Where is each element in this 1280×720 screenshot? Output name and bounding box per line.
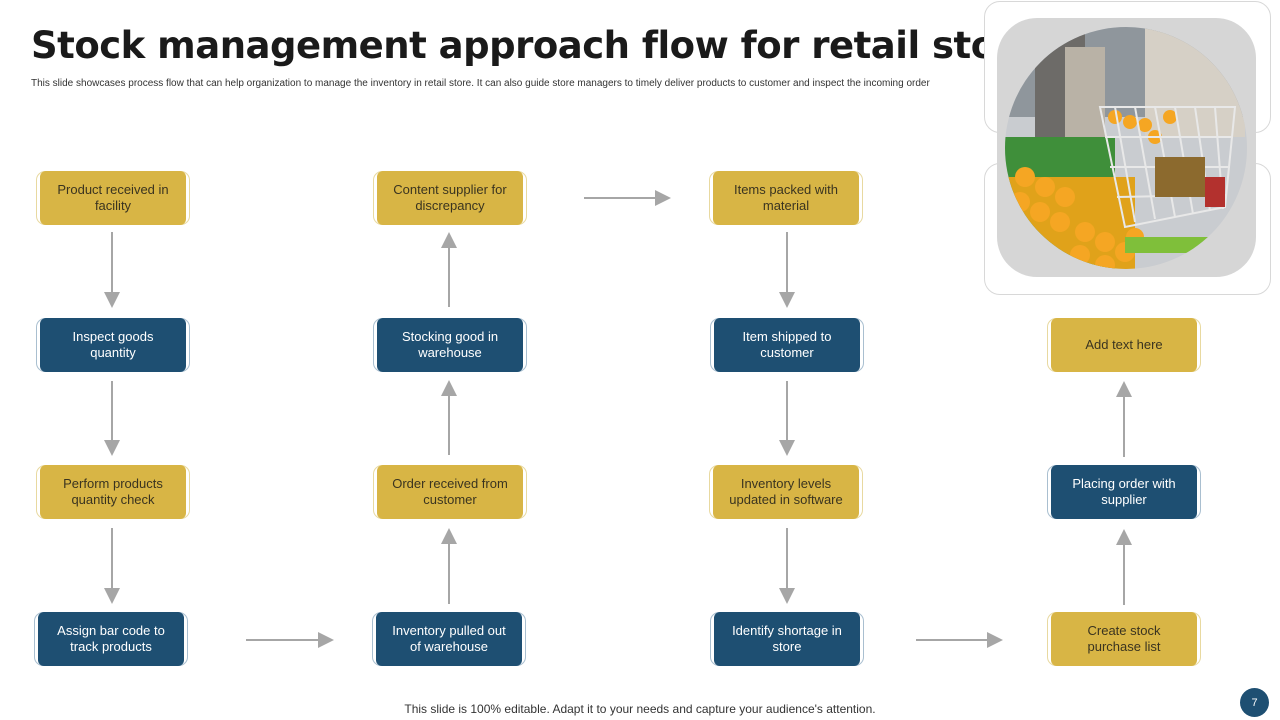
slide-title: Stock management approach flow for retai… xyxy=(31,24,1039,67)
flow-step-assign-bar-code: Assign bar code to track products xyxy=(34,612,188,666)
flow-step-identify-shortage: Identify shortage in store xyxy=(710,612,864,666)
flow-step-add-text: Add text here xyxy=(1047,318,1201,372)
flow-step-inventory-updated: Inventory levels updated in software xyxy=(709,465,863,519)
flow-step-placing-order: Placing order with supplier xyxy=(1047,465,1201,519)
flow-step-stock-purchase-list: Create stock purchase list xyxy=(1047,612,1201,666)
flow-step-quantity-check: Perform products quantity check xyxy=(36,465,190,519)
flow-step-inventory-pulled: Inventory pulled out of warehouse xyxy=(372,612,526,666)
flow-step-item-shipped: Item shipped to customer xyxy=(710,318,864,372)
flow-step-items-packed: Items packed with material xyxy=(709,171,863,225)
page-number-badge: 7 xyxy=(1240,688,1269,717)
flow-step-inspect-goods: Inspect goods quantity xyxy=(36,318,190,372)
flow-step-stocking-good: Stocking good in warehouse xyxy=(373,318,527,372)
slide-subtitle: This slide showcases process flow that c… xyxy=(31,78,930,89)
flow-step-order-received: Order received from customer xyxy=(373,465,527,519)
flow-step-product-received: Product received in facility xyxy=(36,171,190,225)
slide-footer: This slide is 100% editable. Adapt it to… xyxy=(404,702,876,716)
flow-step-content-supplier: Content supplier for discrepancy xyxy=(373,171,527,225)
